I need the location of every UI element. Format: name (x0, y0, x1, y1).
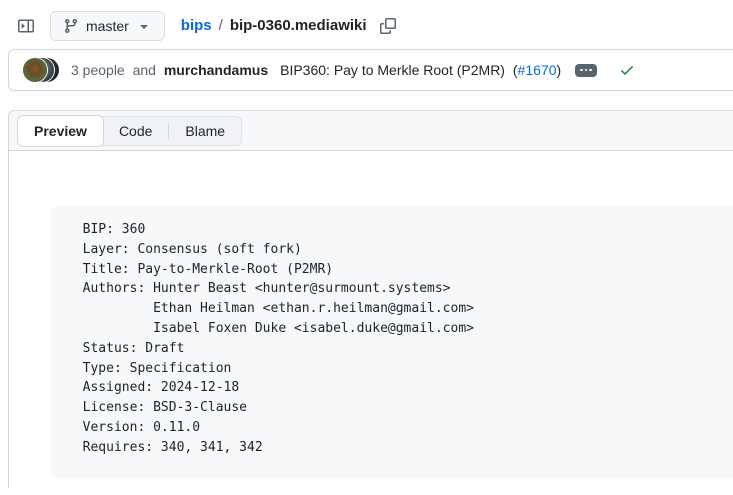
file-toolbar: master bips / bip-0360.mediawiki (0, 0, 733, 49)
latest-commit-bar: 3 people and murchandamus BIP360: Pay to… (8, 49, 733, 91)
bip-preamble-block: BIP: 360 Layer: Consensus (soft fork) Ti… (51, 205, 733, 478)
view-mode-segmented-control: Preview Code Blame (17, 114, 243, 147)
commit-author-avatars[interactable] (23, 58, 61, 82)
tab-preview[interactable]: Preview (17, 114, 104, 147)
breadcrumb-repo-link[interactable]: bips (180, 17, 212, 34)
breadcrumb: bips / bip-0360.mediawiki (181, 17, 367, 34)
file-preview-content: BIP: 360 Layer: Consensus (soft fork) Ti… (9, 151, 733, 478)
copy-path-icon (379, 17, 396, 34)
spacer (0, 91, 733, 110)
breadcrumb-filename: bip-0360.mediawiki (229, 17, 367, 34)
expand-file-tree-panel-icon (18, 18, 34, 34)
expand-file-tree-button[interactable] (12, 12, 40, 40)
commit-authors: 3 people and murchandamus (71, 62, 268, 78)
checks-passed-icon[interactable] (619, 62, 635, 78)
branch-selector-button[interactable]: master (50, 10, 165, 41)
pr-number-link[interactable]: #1670 (517, 62, 557, 78)
tab-blame[interactable]: Blame (169, 116, 241, 146)
avatar (23, 58, 47, 82)
pr-close-paren: ) (556, 62, 562, 78)
breadcrumb-separator: / (218, 17, 223, 34)
pr-open-paren: ( (512, 62, 518, 78)
git-branch-icon (63, 18, 79, 34)
chevron-down-icon (136, 18, 152, 34)
branch-name-label: master (86, 17, 129, 34)
commit-and-text: and (132, 62, 156, 78)
commit-author-link[interactable]: murchandamus (163, 62, 269, 78)
commit-message[interactable]: BIP360: Pay to Merkle Root (P2MR) (#1670… (280, 62, 561, 78)
tab-code[interactable]: Code (103, 116, 168, 146)
commit-people-link[interactable]: 3 people (71, 62, 125, 78)
file-view-header: Preview Code Blame (9, 111, 733, 151)
file-view-box: Preview Code Blame BIP: 360 Layer: Conse… (8, 110, 733, 488)
expand-commit-message-button[interactable] (575, 63, 598, 77)
commit-message-text: BIP360: Pay to Merkle Root (P2MR) (280, 62, 505, 78)
segment-divider (168, 122, 170, 139)
copy-path-button[interactable] (375, 13, 401, 39)
